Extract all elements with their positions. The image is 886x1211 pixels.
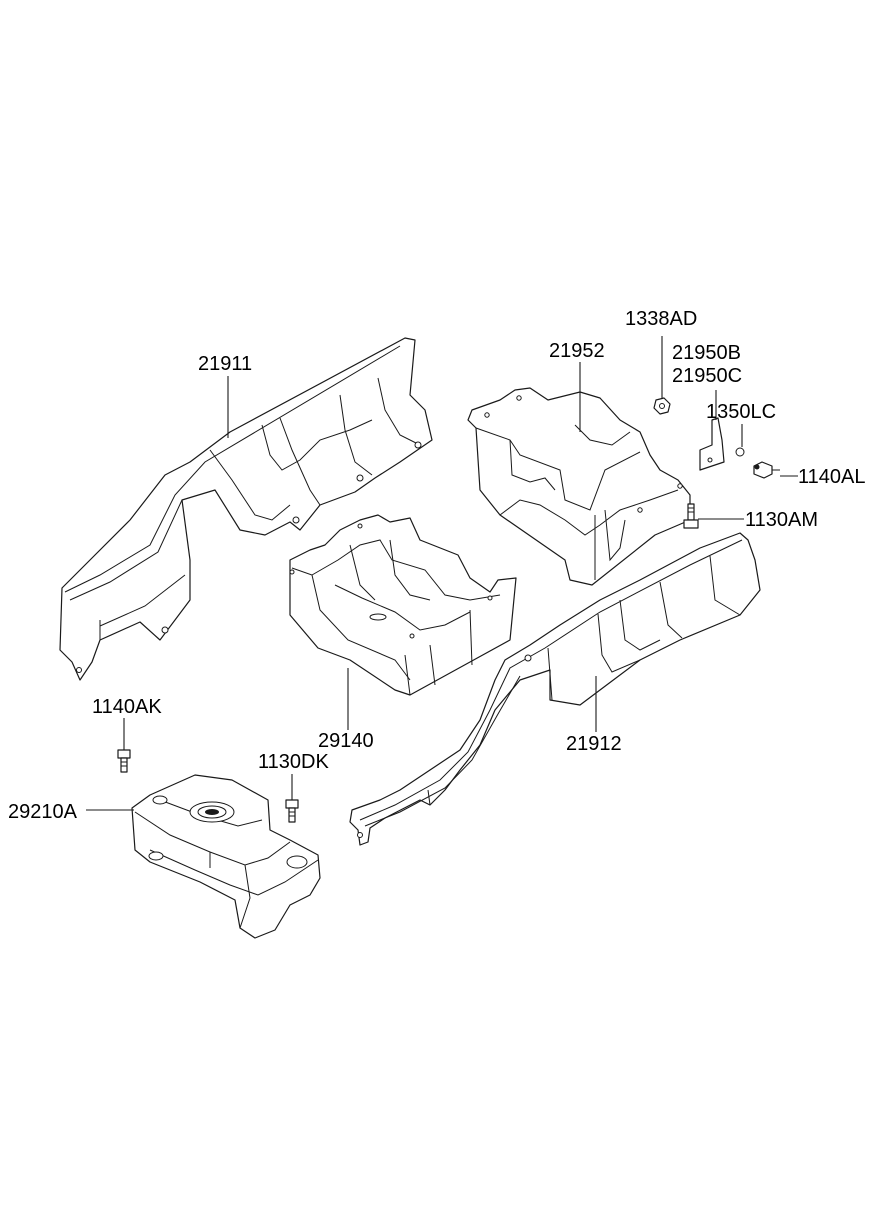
label-21950B: 21950B: [672, 342, 741, 364]
side-member-right-21912[interactable]: [349, 532, 761, 846]
label-1338AD: 1338AD: [625, 308, 697, 330]
label-29210A: 29210A: [8, 801, 78, 823]
label-1130AM: 1130AM: [745, 509, 818, 531]
label-1140AL: 1140AL: [798, 466, 865, 488]
label-1350LC: 1350LC: [706, 401, 776, 423]
label-21912: 21912: [566, 733, 622, 755]
bracket-21950B-21950C[interactable]: [699, 417, 725, 471]
label-21950C: 21950C: [672, 365, 742, 387]
label-1130DK: 1130DK: [258, 751, 329, 773]
bolt-1140AK[interactable]: [117, 749, 131, 773]
under-cover-29140[interactable]: [289, 514, 517, 696]
skid-cover-29210A[interactable]: [131, 774, 321, 939]
label-21952: 21952: [549, 340, 605, 362]
bolt-1130DK[interactable]: [285, 799, 299, 823]
bolt-1140AL[interactable]: [753, 461, 780, 479]
label-21911: 21911: [198, 353, 252, 375]
nut-1338AD[interactable]: [653, 397, 671, 415]
washer-1350LC[interactable]: [735, 447, 745, 457]
label-29140: 29140: [318, 730, 374, 752]
floor-bracket-21952[interactable]: [467, 387, 691, 586]
bolt-1130AM[interactable]: [683, 503, 699, 529]
side-member-left-21911[interactable]: [59, 337, 433, 681]
label-1140AK: 1140AK: [92, 696, 162, 718]
